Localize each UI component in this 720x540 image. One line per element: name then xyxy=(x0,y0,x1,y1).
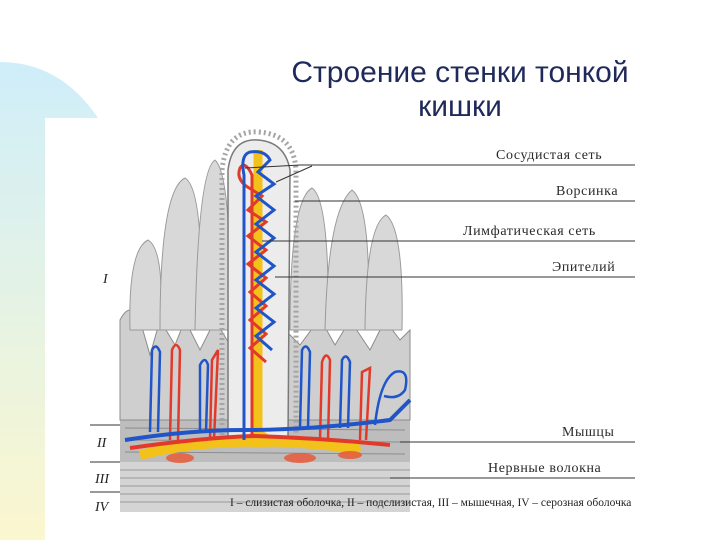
layer-label-4: IV xyxy=(95,500,109,515)
label-vascular-net: Сосудистая сеть xyxy=(496,148,603,163)
base-vascular-clusters xyxy=(166,451,362,463)
label-villus: Ворсинка xyxy=(556,184,619,199)
vein-base xyxy=(124,398,412,442)
label-nerve-fibers: Нервные волокна xyxy=(488,461,602,476)
figure-caption: I – слизистая оболочка, II – подслизиста… xyxy=(230,497,632,509)
vein-main xyxy=(241,150,277,440)
layer-label-3: III xyxy=(95,472,109,487)
layer-label-1: I xyxy=(103,272,108,287)
label-leader-lines xyxy=(90,164,635,493)
label-muscles: Мышцы xyxy=(562,425,615,440)
muscle-stripes xyxy=(120,469,410,503)
villus-epithelium xyxy=(219,129,299,440)
layer-label-2: II xyxy=(97,436,107,451)
vein-branches xyxy=(148,345,408,433)
background-villi xyxy=(129,159,403,331)
label-lymphatic-net: Лимфатическая сеть xyxy=(463,224,596,239)
label-epithelium: Эпителий xyxy=(552,260,616,275)
artery-branches xyxy=(168,343,372,441)
title-line-2: кишки xyxy=(418,90,502,123)
slide-title: Строение стенки тонкой кишки xyxy=(240,56,680,124)
lymphatic-collector xyxy=(138,436,362,460)
artery-base xyxy=(129,433,391,450)
title-line-1: Строение стенки тонкой xyxy=(291,56,629,89)
